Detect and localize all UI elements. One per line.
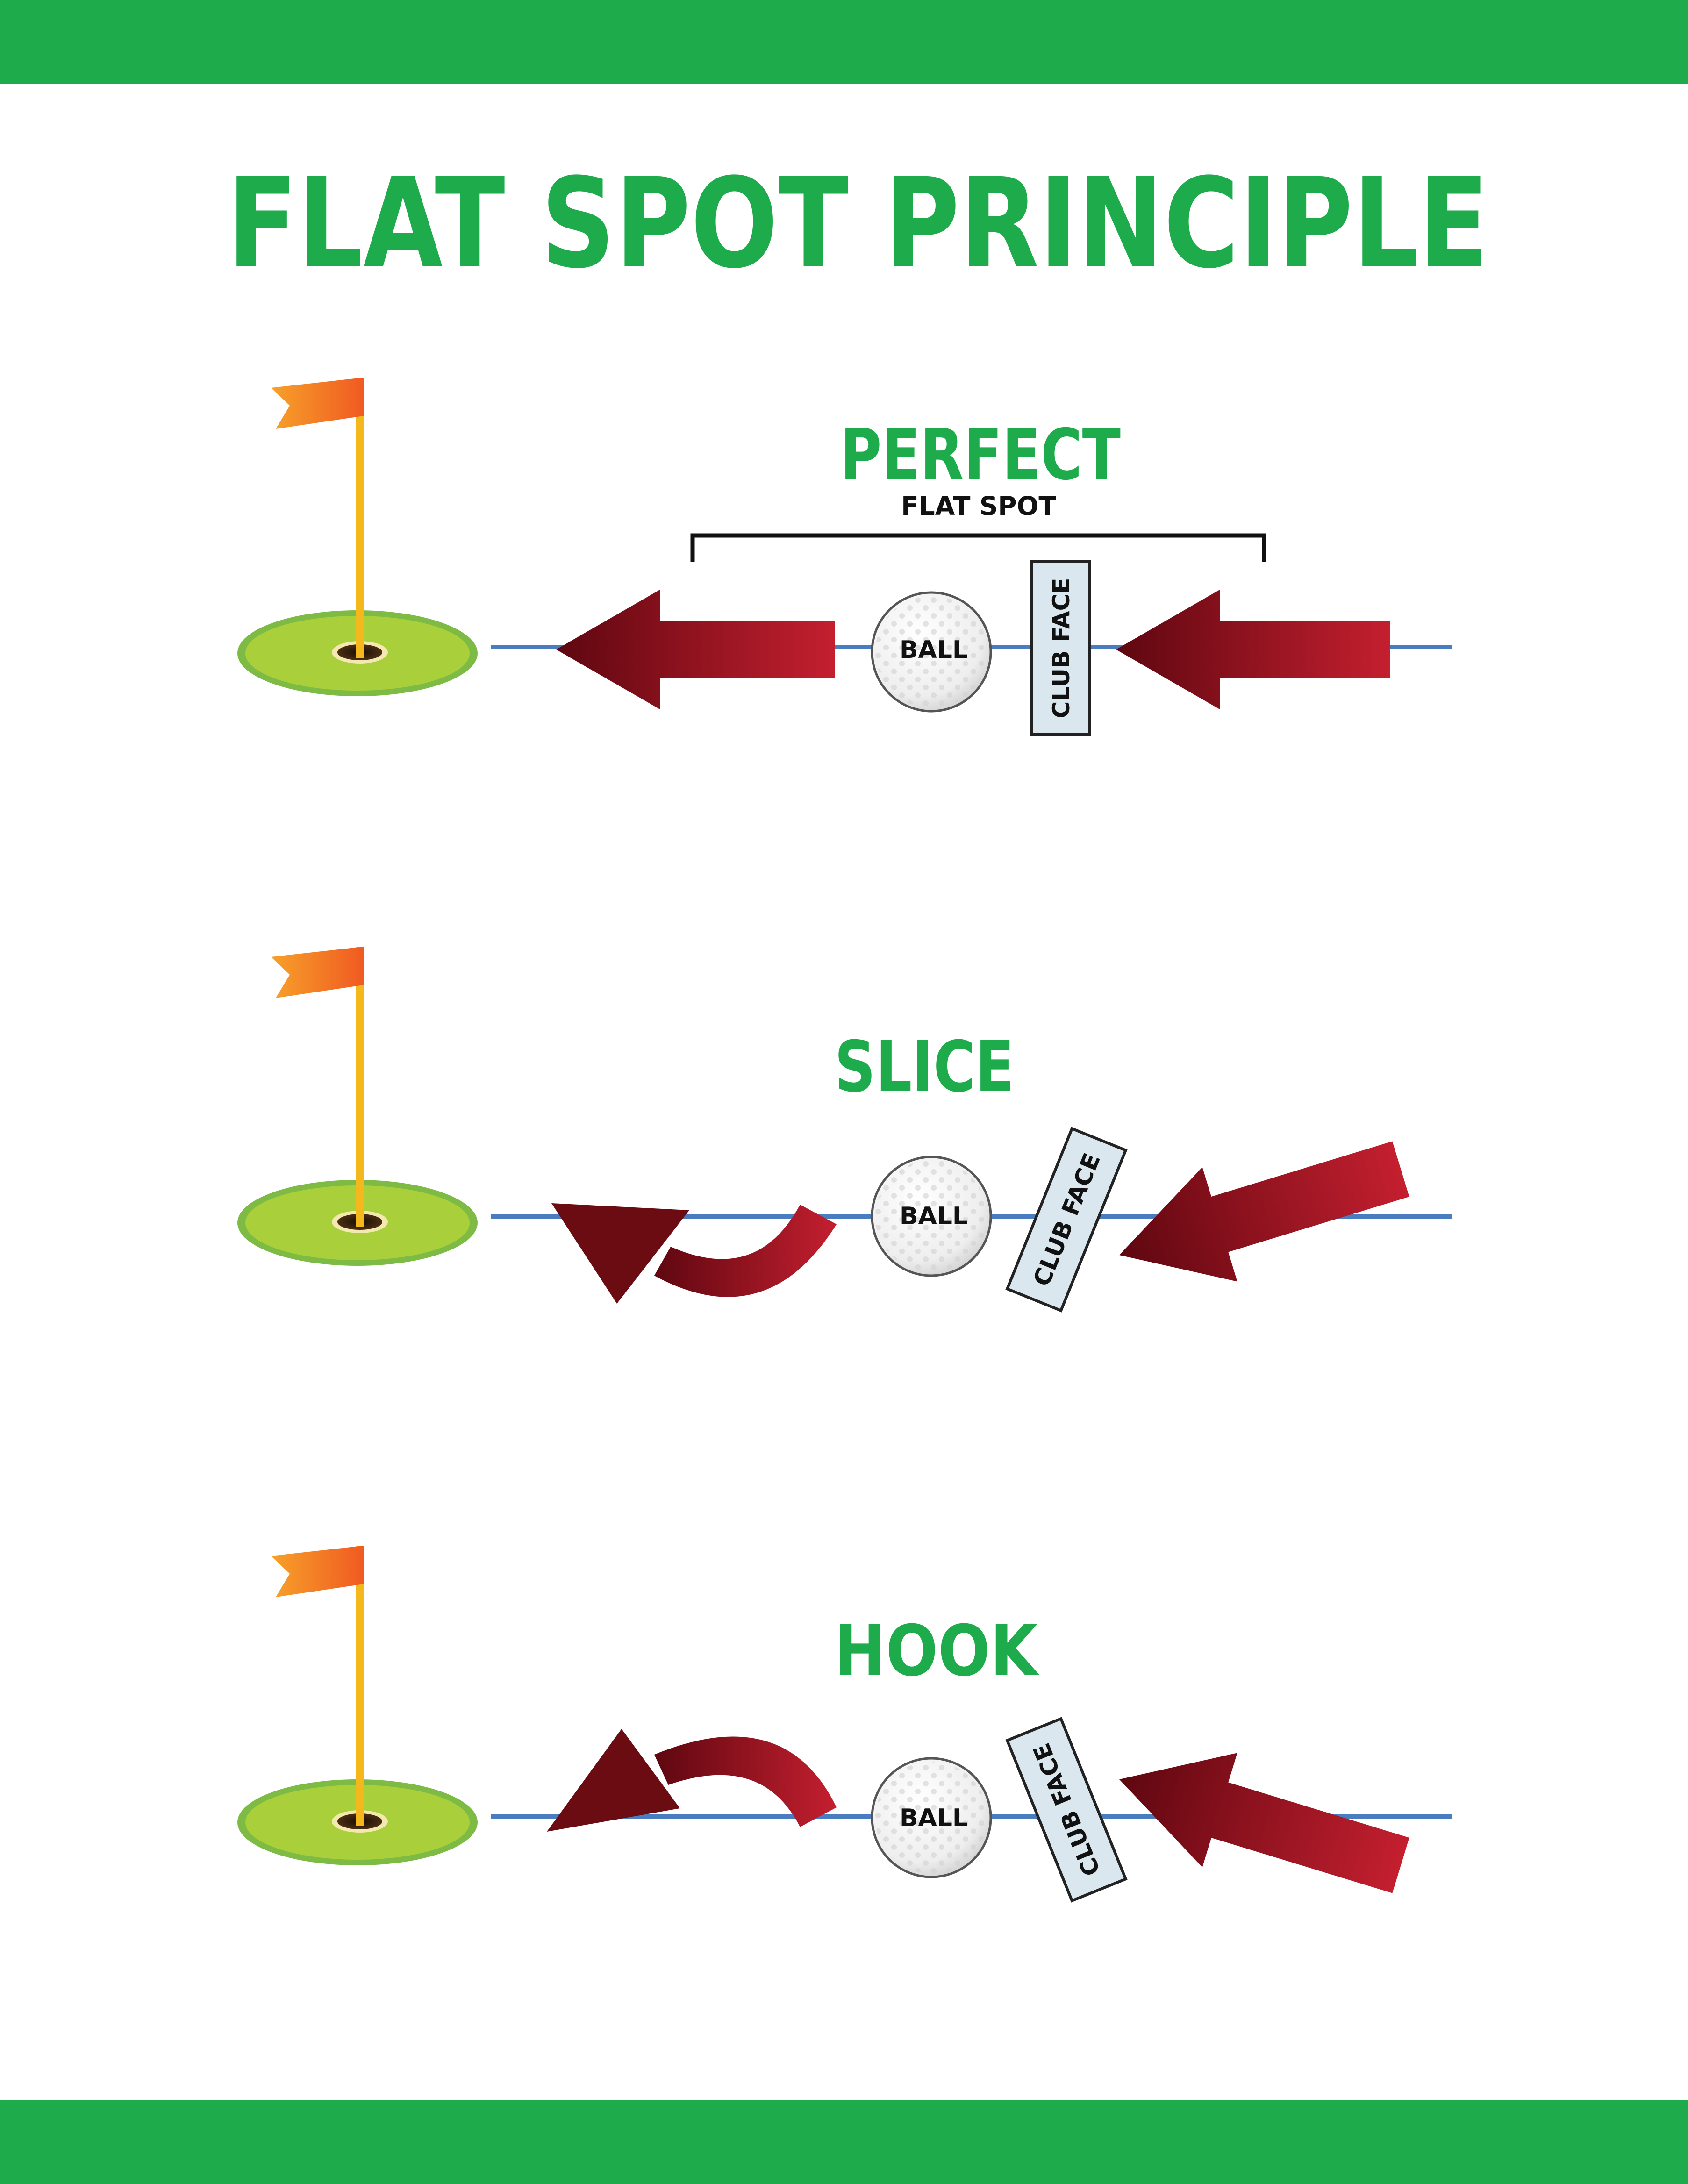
club-face: CLUB FACE [1005, 1717, 1128, 1903]
section-heading: PERFECT [840, 414, 1121, 496]
ball-label: BALL [900, 636, 968, 664]
section-hook: HOOK BALL CLUB FACE [237, 1546, 1452, 1903]
golf-flag-icon [271, 1546, 364, 1826]
ball-label: BALL [900, 1202, 968, 1230]
club-swing-arrow [1116, 590, 1390, 709]
ball-label: BALL [900, 1804, 968, 1832]
golf-flag-icon [271, 947, 364, 1227]
flat-spot-bracket [690, 533, 1266, 562]
golf-ball-icon: BALL [871, 591, 992, 713]
golf-ball-icon: BALL [871, 1757, 992, 1878]
ball-flight-arrow [547, 1729, 837, 1832]
club-face: CLUB FACE [1005, 1127, 1128, 1313]
club-face-label: CLUB FACE [1048, 578, 1075, 719]
club-swing-arrow [1119, 1753, 1409, 1893]
page-title: FLAT SPOT PRINCIPLE [227, 152, 1489, 296]
flat-spot-label: FLAT SPOT [901, 491, 1056, 521]
ball-flight-arrow [556, 590, 835, 709]
section-perfect: PERFECT FLAT SPOT BALL CLUB FACE [237, 378, 1452, 736]
top-band [0, 0, 1688, 84]
golf-flag-icon [271, 378, 364, 658]
ball-flight-arrow [551, 1203, 837, 1304]
section-heading: HOOK [835, 1611, 1040, 1692]
golf-ball-icon: BALL [871, 1156, 992, 1277]
club-swing-arrow [1119, 1141, 1409, 1282]
bottom-band [0, 2100, 1688, 2184]
club-face: CLUB FACE [1030, 560, 1091, 736]
section-heading: SLICE [835, 1027, 1015, 1108]
section-slice: SLICE BALL CLUB FACE [237, 947, 1452, 1313]
